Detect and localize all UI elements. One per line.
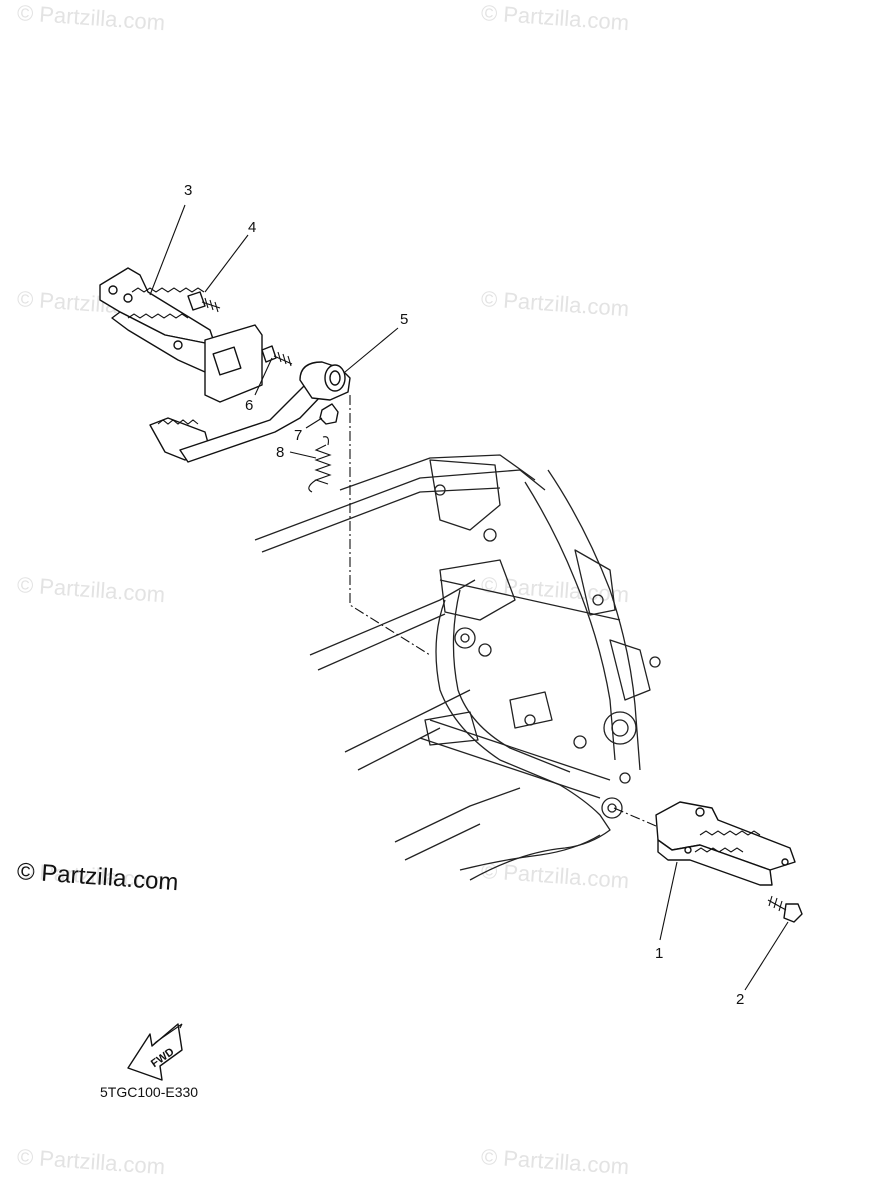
fwd-arrow-icon: FWD: [127, 1023, 183, 1081]
callout-7: 7: [294, 427, 302, 444]
alignment-line-left: [349, 395, 431, 656]
callout-1: 1: [655, 945, 663, 962]
callout-5: 5: [400, 311, 408, 328]
diagram-code: 5TGC100-E330: [100, 1084, 199, 1100]
left-footrest: [99, 267, 263, 403]
spring-8: [308, 436, 332, 493]
callout-3: 3: [184, 182, 192, 199]
brake-pedal: [149, 361, 351, 463]
callout-4: 4: [248, 219, 256, 236]
bolt-2: [767, 895, 803, 923]
leader-lines: [149, 204, 789, 991]
callout-2: 2: [736, 991, 744, 1008]
bolt-4: [187, 291, 221, 313]
pin-7: [319, 403, 339, 425]
callout-6: 6: [245, 397, 253, 414]
right-footrest: [613, 801, 796, 886]
bolt-6: [261, 345, 293, 367]
frame-drawing: [254, 454, 661, 881]
callout-8: 8: [276, 444, 284, 461]
